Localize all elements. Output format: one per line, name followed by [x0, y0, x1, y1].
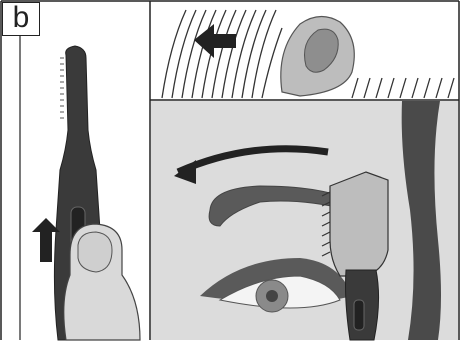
- curved-arrow-head-icon: [174, 160, 196, 184]
- trimmer-comb: [329, 171, 389, 277]
- trimmer-teeth: [60, 57, 64, 119]
- handle-switch: [353, 299, 365, 331]
- hair-strokes: [161, 9, 455, 99]
- up-arrow-icon: [32, 218, 60, 262]
- face-shadow: [401, 101, 441, 340]
- step-label: b: [2, 2, 40, 36]
- top-right-panel-hair-illustration: [151, 2, 458, 99]
- comb-blade-area: [304, 28, 339, 73]
- eyebrow: [208, 185, 351, 227]
- left-arrow-icon: [194, 24, 236, 58]
- comb-teeth: [321, 191, 331, 257]
- bottom-right-panel-eyebrow-illustration: [151, 101, 458, 341]
- thumbnail: [77, 231, 113, 273]
- left-panel-trimmer-illustration: [19, 36, 141, 341]
- pupil: [266, 290, 278, 302]
